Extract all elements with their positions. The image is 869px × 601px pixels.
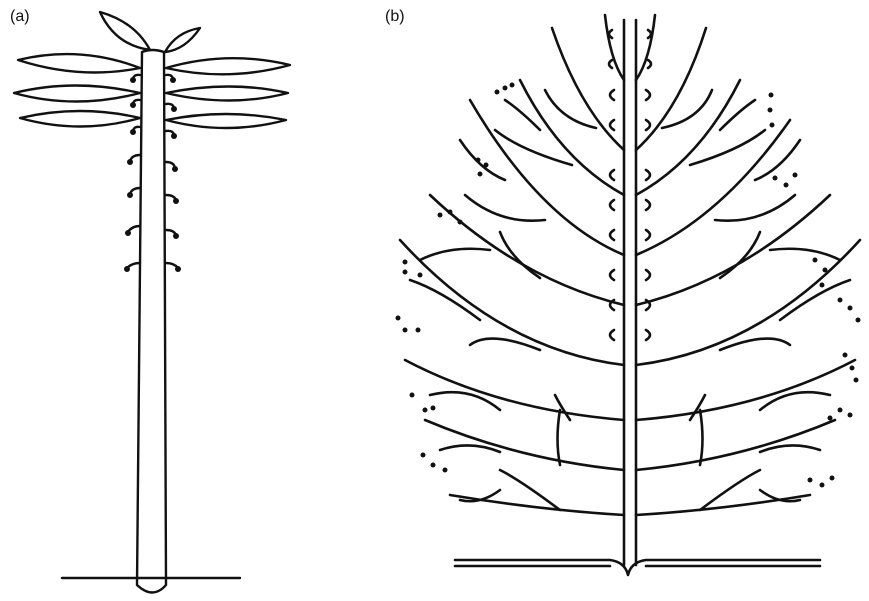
top-leaf-right <box>165 28 200 52</box>
branch-right-6 <box>636 360 855 420</box>
panel-b-tree <box>400 15 860 575</box>
leaf-left-2 <box>14 86 140 102</box>
branch-right-8 <box>636 495 810 515</box>
panel-a-plant <box>14 12 290 593</box>
leaf-right-3 <box>166 114 286 128</box>
branch-left-7 <box>425 420 624 470</box>
branch-left-8 <box>450 495 624 515</box>
branch-left-2 <box>520 80 624 195</box>
top-leaf-left <box>100 12 150 50</box>
leaf-left-1 <box>18 54 140 72</box>
panel-b-buds <box>396 83 861 488</box>
leaf-right-1 <box>166 58 290 74</box>
branch-right-2 <box>636 80 740 195</box>
leaf-left-3 <box>20 111 140 127</box>
branch-right-3 <box>636 120 790 255</box>
branch-left-6 <box>405 360 624 420</box>
leaf-right-2 <box>166 87 288 101</box>
trunk-a <box>137 50 166 593</box>
branch-right-7 <box>636 420 835 470</box>
ground-line-b <box>455 560 820 575</box>
